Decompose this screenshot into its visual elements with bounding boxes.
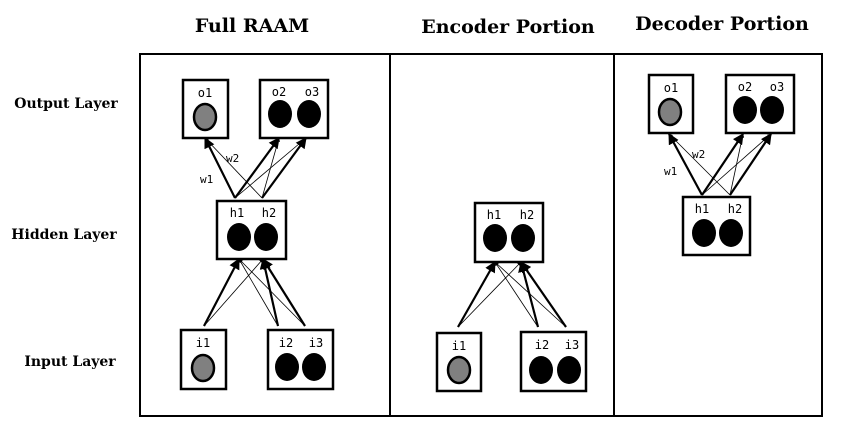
unit-o2: [268, 100, 292, 128]
unit-label-i1: i1: [196, 336, 210, 350]
unit-h2: [254, 223, 278, 251]
unit-h2: [511, 224, 535, 252]
unit-o3: [297, 100, 321, 128]
unit-label-i1: i1: [452, 339, 466, 353]
label-hidden-layer: Hidden Layer: [11, 227, 117, 243]
weight-label-w1-decoder: w1: [664, 165, 677, 178]
full-input-box-i1: i1: [179, 328, 228, 391]
unit-o2: [733, 96, 757, 124]
full-output-box-o2-o3: o2 o3: [258, 78, 330, 140]
decoder-output-box-o2-o3: o2 o3: [724, 73, 796, 135]
unit-label-o3: o3: [305, 85, 319, 99]
unit-i1: [190, 353, 216, 383]
unit-o3: [760, 96, 784, 124]
unit-label-h1: h1: [695, 202, 709, 216]
unit-label-o1: o1: [664, 81, 678, 95]
full-output-box-o1: o1: [181, 78, 230, 140]
unit-i1: [446, 355, 472, 385]
unit-label-h1: h1: [487, 208, 501, 222]
unit-i2: [529, 356, 553, 384]
encoder-input-hidden-connections: [457, 260, 567, 328]
unit-label-h2: h2: [520, 208, 534, 222]
unit-h1: [483, 224, 507, 252]
decoder-hidden-box: h1 h2: [681, 195, 752, 257]
unit-o1: [192, 102, 218, 132]
unit-label-h2: h2: [262, 206, 276, 220]
label-output-layer: Output Layer: [14, 96, 118, 112]
unit-i2: [275, 353, 299, 381]
encoder-hidden-box: h1 h2: [473, 201, 545, 264]
unit-label-h2: h2: [728, 202, 742, 216]
decoder-output-box-o1: o1: [647, 73, 695, 135]
full-hidden-output-connections: [204, 137, 307, 199]
unit-label-o1: o1: [198, 86, 212, 100]
full-input-box-i2-i3: i2 i3: [266, 328, 335, 391]
unit-o1: [657, 97, 683, 127]
title-decoder-portion: Decoder Portion: [635, 13, 809, 35]
encoder-input-box-i2-i3: i2 i3: [519, 330, 588, 393]
unit-h1: [692, 219, 716, 247]
full-input-hidden-connections: [203, 257, 306, 327]
unit-label-i3: i3: [309, 336, 323, 350]
weight-label-w1-full: w1: [200, 173, 213, 186]
unit-label-h1: h1: [230, 206, 244, 220]
weight-label-w2-decoder: w2: [692, 148, 705, 161]
unit-label-o2: o2: [272, 85, 286, 99]
weight-label-w2-full: w2: [226, 152, 239, 165]
unit-i3: [557, 356, 581, 384]
title-full-raam: Full RAAM: [195, 15, 309, 37]
title-encoder-portion: Encoder Portion: [421, 16, 595, 38]
panel-frame: [139, 53, 823, 417]
label-input-layer: Input Layer: [24, 354, 116, 370]
unit-h2: [719, 219, 743, 247]
full-hidden-box: h1 h2: [215, 199, 288, 261]
unit-h1: [227, 223, 251, 251]
unit-label-o2: o2: [738, 80, 752, 94]
encoder-input-box-i1: i1: [435, 331, 483, 393]
unit-label-i2: i2: [535, 338, 549, 352]
unit-label-i3: i3: [565, 338, 579, 352]
decoder-hidden-output-connections: [668, 133, 772, 196]
unit-label-i2: i2: [279, 336, 293, 350]
unit-i3: [302, 353, 326, 381]
unit-label-o3: o3: [770, 80, 784, 94]
